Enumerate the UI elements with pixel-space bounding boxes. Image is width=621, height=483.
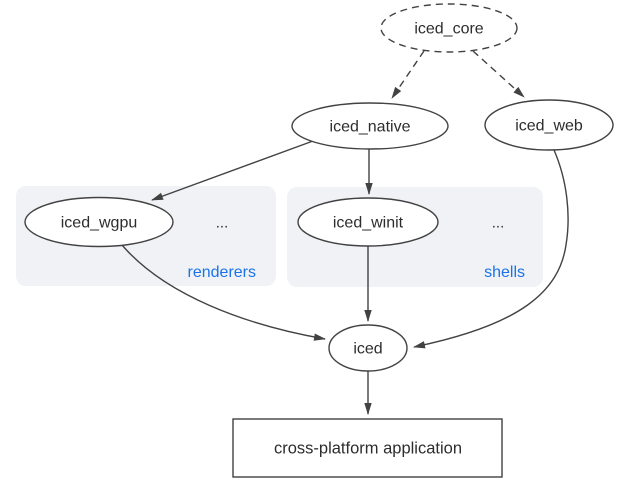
node-iced-core-label: iced_core <box>414 21 483 38</box>
edge-core-to-web <box>472 50 525 98</box>
node-iced-winit <box>297 197 439 247</box>
node-application <box>232 418 503 478</box>
edge-core-to-native <box>391 50 425 99</box>
node-iced <box>328 324 408 372</box>
node-iced-native <box>291 102 449 150</box>
edge-wgpu-to-iced <box>121 244 326 341</box>
node-iced-native-label: iced_native <box>330 119 411 136</box>
shells-ellipsis: ... <box>492 215 505 232</box>
node-iced-winit-label: iced_winit <box>333 215 404 232</box>
node-iced-label: iced <box>353 341 382 358</box>
node-iced-core <box>380 3 518 53</box>
group-shells-label: shells <box>484 264 525 281</box>
edge-native-to-wgpu <box>151 140 314 201</box>
group-renderers-label: renderers <box>188 264 256 281</box>
node-iced-wgpu-label: iced_wgpu <box>61 215 138 232</box>
node-iced-web-label: iced_web <box>515 118 583 135</box>
renderers-ellipsis: ... <box>216 215 229 232</box>
node-application-label: cross-platform application <box>274 440 462 458</box>
node-iced-wgpu <box>24 196 174 248</box>
edge-web-to-iced <box>413 149 569 349</box>
node-iced-web <box>484 99 614 151</box>
